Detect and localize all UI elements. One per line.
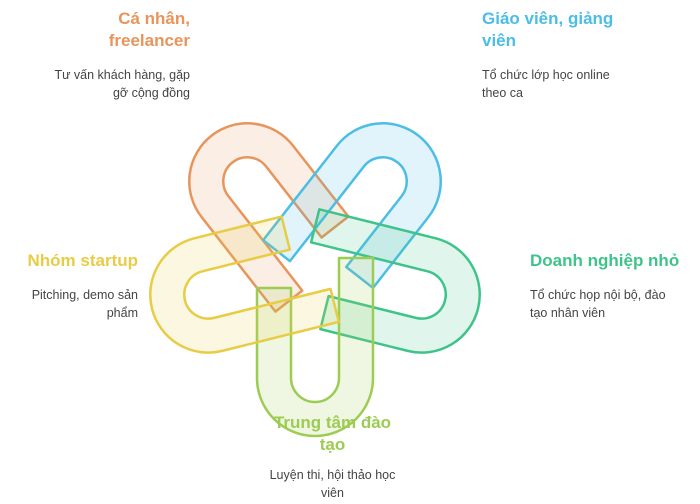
segment-doanh-nghiep: Doanh nghiệp nhỏ Tổ chức họp nội bộ, đào… [530,250,695,322]
segment-title: Doanh nghiệp nhỏ [530,251,680,270]
loop-giao-vien [261,122,442,290]
loop-trung-tam [255,256,375,438]
segment-ca-nhan: Cá nhân,freelancer Tư vấn khách hàng, gặ… [20,8,190,102]
segment-title: Cá nhân,freelancer [108,9,190,50]
segment-title: Nhóm startup [27,251,139,270]
loop-ca-nhan [188,122,350,313]
loop-doanh-nghiep [309,208,481,354]
loop-startup [149,215,340,354]
